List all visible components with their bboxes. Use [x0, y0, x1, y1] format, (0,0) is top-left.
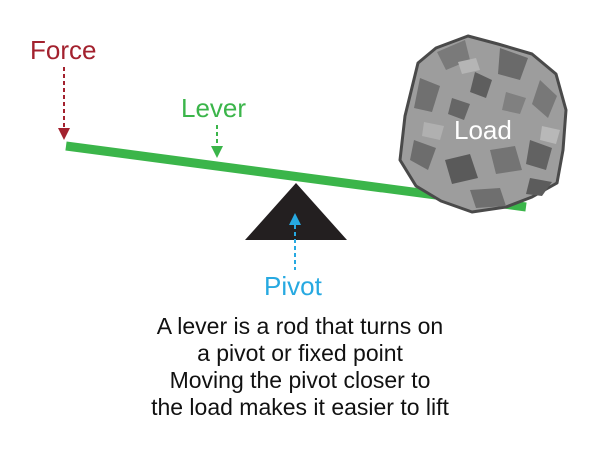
lever-arrow	[211, 125, 223, 158]
load-rock	[398, 34, 568, 214]
pivot-arrow	[289, 213, 301, 270]
caption-line-1: A lever is a rod that turns on	[156, 313, 444, 339]
force-label: Force	[30, 35, 97, 65]
caption: A lever is a rod that turns on a pivot o…	[0, 313, 600, 421]
load-label: Load	[454, 115, 512, 145]
caption-line-4: the load makes it easier to lift	[151, 394, 449, 420]
force-arrow	[58, 67, 70, 140]
caption-line-3: Moving the pivot closer to	[169, 367, 431, 393]
pivot-label: Pivot	[264, 271, 322, 301]
lever-label: Lever	[181, 93, 247, 123]
caption-line-2: a pivot or fixed point	[197, 340, 403, 366]
pivot-fulcrum	[245, 183, 347, 240]
